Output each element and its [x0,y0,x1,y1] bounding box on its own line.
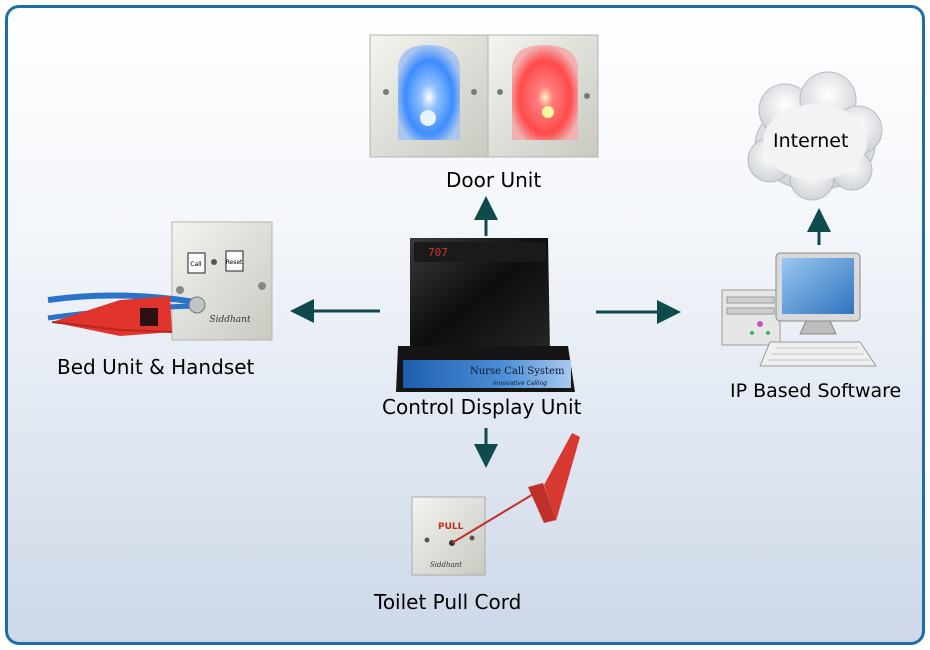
call-button-text: Call [190,261,202,268]
display-number-text: 707 [428,246,448,259]
tagline-text: Innovative Calling [493,380,547,387]
control-display-unit-image: 707 Nurse Call System Innovative Calling [396,238,575,392]
door-unit-image [369,34,599,158]
toilet-pull-cord-label: Toilet Pull Cord [374,590,522,614]
internet-label: Internet [773,130,849,152]
pull-cord-brand-text: Siddhant [430,561,462,569]
bed-unit-brand-text: Siddhant [209,315,251,325]
internet-cloud-image [747,71,883,201]
bed-unit-image: Call Reset Siddhant [47,221,273,341]
nurse-call-system-text: Nurse Call System [470,366,565,377]
door-unit-label: Door Unit [446,168,542,192]
bed-unit-label: Bed Unit & Handset [57,355,255,379]
ip-software-computer-image [721,252,877,367]
reset-button-text: Reset [226,259,243,266]
ip-software-label: IP Based Software [730,380,902,402]
pull-label-text: PULL [438,522,464,532]
control-display-unit-label: Control Display Unit [382,395,582,419]
toilet-pull-cord-image: PULL Siddhant [411,433,580,576]
arrows [290,196,831,468]
